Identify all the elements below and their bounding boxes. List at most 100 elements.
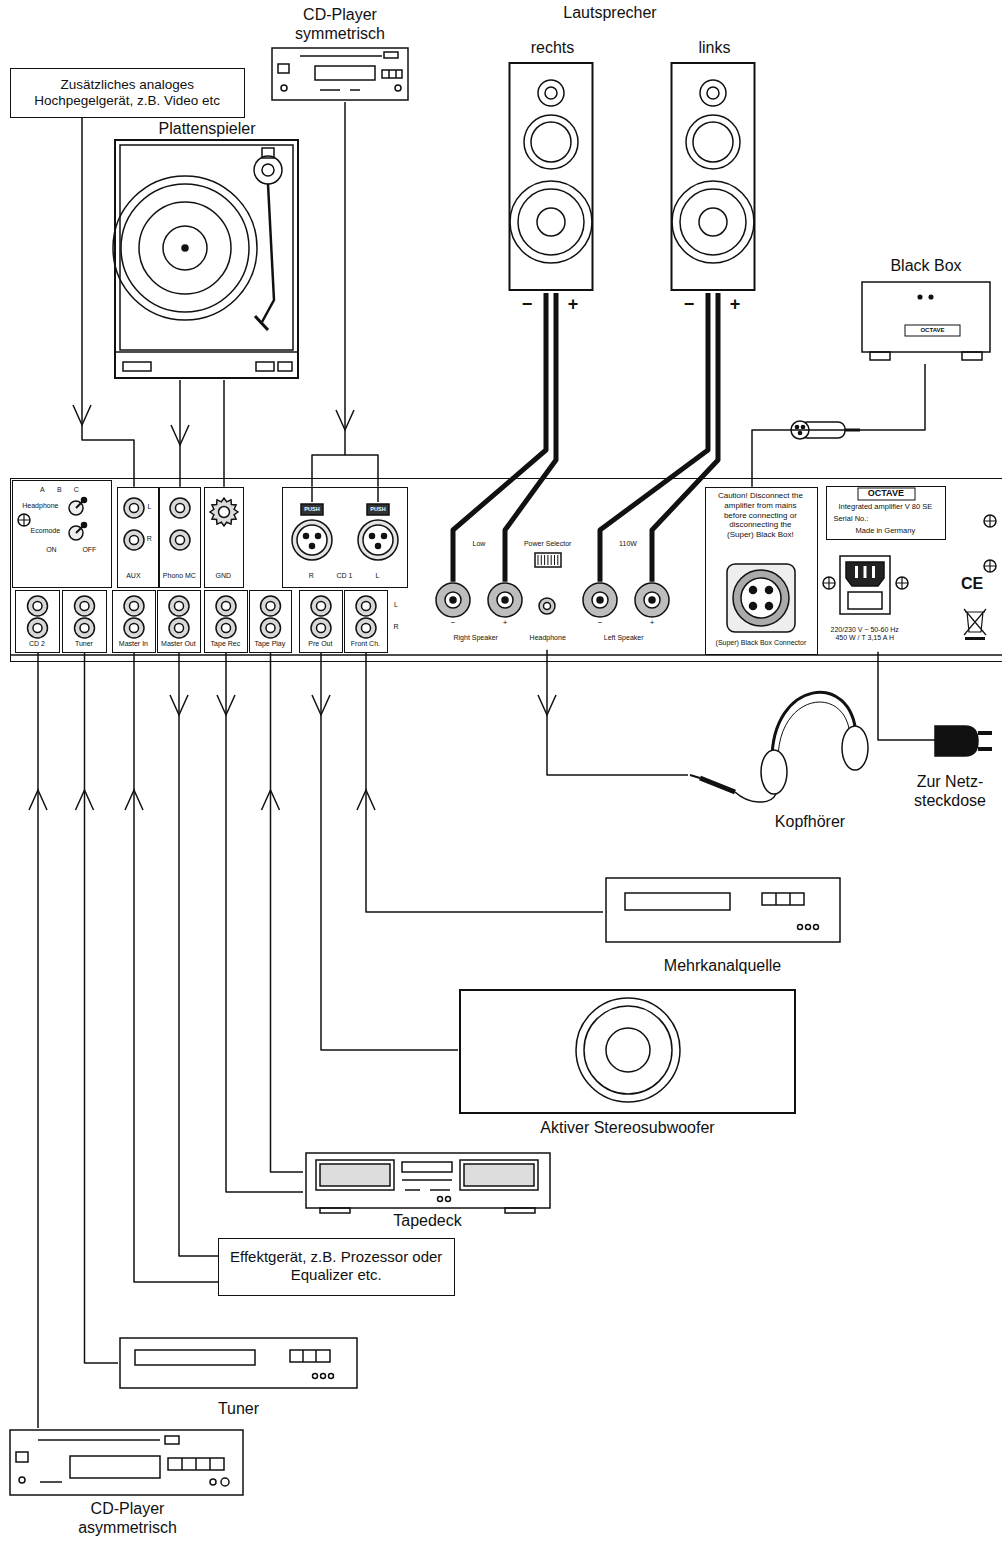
rca-socket	[75, 596, 95, 616]
node-text: Effektgerät, z.B. Prozessor oder Equaliz…	[225, 1248, 448, 1284]
tonearm	[262, 184, 274, 322]
plinth-edge	[115, 351, 298, 353]
node-text: links	[667, 38, 762, 57]
terminal-hole	[502, 597, 508, 603]
signal-line	[85, 653, 119, 1363]
signal-connector	[453, 293, 556, 582]
node-text: ON	[43, 546, 59, 554]
signal-connector	[357, 653, 603, 912]
node-text: Headphone	[525, 634, 571, 642]
node-text: Right Speaker	[432, 634, 520, 642]
speaker-cable	[505, 293, 556, 582]
tonearm-pivot	[262, 164, 274, 176]
platter	[163, 226, 207, 270]
panel-label: PUSH	[367, 506, 389, 513]
panel-label: OCTAVE	[905, 327, 960, 334]
rca-socket-center	[362, 624, 371, 633]
xlr-socket-face	[363, 525, 393, 555]
foot	[870, 352, 890, 360]
turntable-plinth	[115, 140, 298, 378]
node-text: B	[54, 486, 64, 494]
button-divider	[776, 893, 790, 905]
rca-socket-center	[80, 624, 89, 633]
rca-socket-center	[176, 504, 185, 513]
power-button	[16, 1452, 28, 1462]
rca-socket-center	[175, 624, 184, 633]
node-text: Zusätzliches analoges Hochpegelgerät, z.…	[14, 77, 241, 109]
speaker-terminal	[436, 583, 470, 617]
node-text: Kopfhörer	[760, 812, 860, 831]
arrow-head	[73, 405, 91, 425]
speaker: rechts	[505, 38, 600, 293]
node-text: A	[37, 486, 47, 494]
node-text: CD 2	[15, 640, 58, 648]
speaker-cabinet	[672, 63, 755, 290]
signal-connector	[312, 102, 378, 487]
toggle-knob	[82, 523, 87, 528]
node-text: Plattenspieler	[112, 119, 302, 138]
din-pin	[750, 587, 757, 594]
rca-socket	[124, 530, 144, 550]
terminal-cap	[592, 592, 608, 608]
woofer-cone	[518, 189, 584, 255]
subwoofer: Aktiver Stereosubwoofer	[458, 988, 797, 1138]
arrow-head	[76, 790, 94, 810]
midrange-cone	[531, 122, 571, 162]
panel-label: R	[391, 623, 401, 631]
jack-pair: Master In	[112, 590, 156, 653]
knob	[438, 1197, 443, 1202]
cassette-door	[460, 1160, 538, 1190]
signal-line	[547, 650, 688, 775]
signal-connector	[171, 380, 189, 487]
arrow-head	[171, 425, 189, 445]
tweeter-dome	[707, 87, 719, 99]
turntable-top	[120, 145, 293, 350]
panel-label: −	[447, 618, 459, 628]
screw-cross	[896, 577, 908, 589]
terminal-cap	[644, 592, 660, 608]
speaker-terminal	[488, 583, 522, 617]
node-text: C	[71, 486, 81, 494]
node-text: Master In	[112, 640, 154, 648]
screw	[984, 515, 996, 527]
ground-terminal: GND	[204, 487, 244, 588]
signal-connector	[217, 653, 303, 1192]
rca-socket	[124, 596, 144, 616]
panel-label: −	[520, 294, 534, 316]
node-text: Master Out	[157, 640, 199, 648]
xlr-pin	[310, 544, 315, 549]
terminal-cap	[497, 592, 513, 608]
led	[918, 295, 922, 299]
arrow-head	[357, 790, 375, 810]
plug-pin	[798, 431, 801, 434]
midrange	[686, 115, 740, 169]
effects-box: Effektgerät, z.B. Prozessor oder Equaliz…	[218, 1238, 455, 1296]
cd-tray	[300, 55, 382, 57]
speaker-cabinet	[510, 63, 593, 290]
node-text: Tape Rec	[204, 640, 246, 648]
jack-pair: Tape Play	[249, 590, 292, 653]
node-text: Aktiver Stereosubwoofer	[458, 1118, 797, 1137]
switch-panel: ABCHeadphoneEcomodeONOFF	[12, 480, 112, 588]
node-text: CD-Player asymmetrisch	[70, 1499, 185, 1537]
arrow-head	[336, 410, 354, 430]
rca-socket	[261, 618, 281, 638]
xlr-pin	[382, 534, 387, 539]
signal-connector	[29, 653, 47, 1428]
logo-frame	[858, 488, 915, 500]
jack-pair: CD 2	[15, 590, 60, 653]
platter	[139, 202, 231, 294]
panel-label: Lautsprecher	[545, 3, 675, 22]
mains-cord	[905, 739, 935, 741]
cassette-door	[316, 1160, 394, 1190]
terminal-hole	[597, 597, 603, 603]
device-body	[120, 1338, 357, 1388]
screw	[823, 577, 835, 589]
rca-socket-center	[176, 536, 185, 545]
rca-socket-center	[130, 624, 139, 633]
screw-cross	[984, 515, 996, 527]
rca-socket-center	[317, 624, 326, 633]
xlr-lead	[311, 488, 313, 502]
signal-line	[179, 653, 218, 1256]
